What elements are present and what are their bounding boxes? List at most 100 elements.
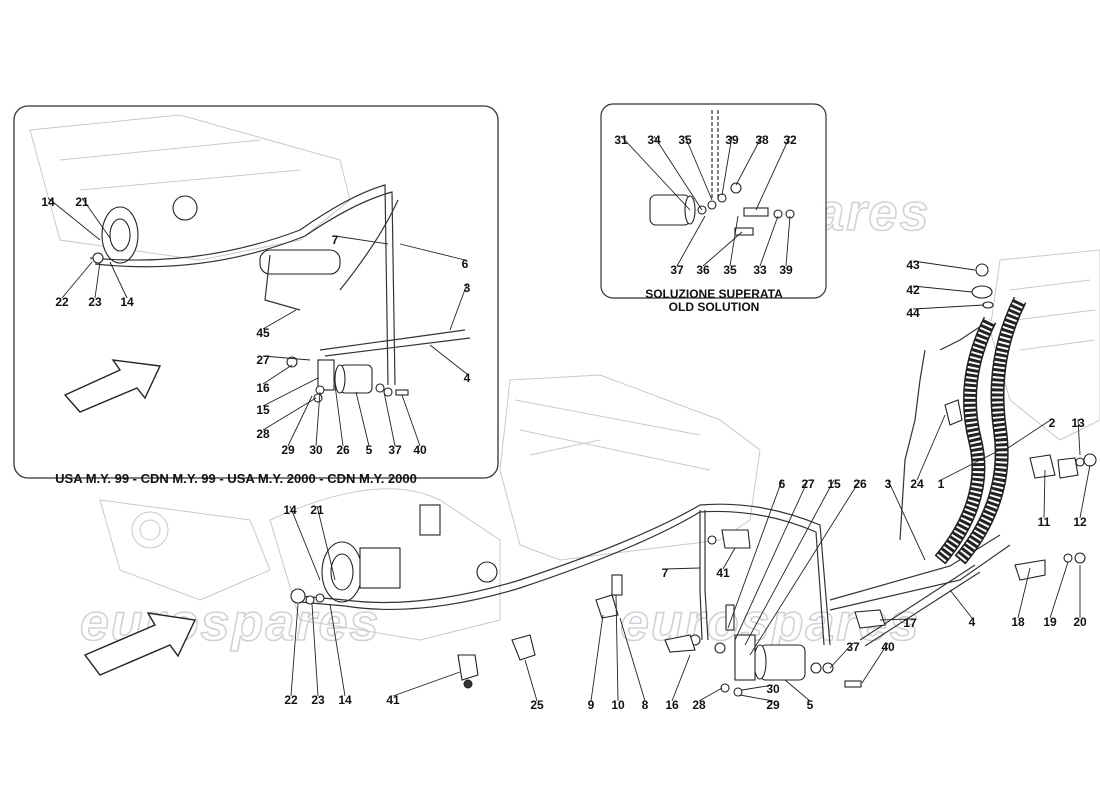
callout-main-41: 41 — [716, 566, 730, 580]
callout-main-25: 25 — [530, 698, 544, 712]
callout-main-43: 43 — [906, 258, 920, 272]
callout-main-42: 42 — [906, 283, 920, 297]
leader-usa-u15 — [262, 377, 319, 407]
leader-main-m41a — [722, 547, 736, 570]
leader-old-o32 — [755, 135, 791, 211]
callout-main-4: 4 — [969, 615, 976, 629]
leader-main-m7 — [664, 567, 701, 570]
callout-old-35: 35 — [723, 263, 737, 277]
callout-main-44: 44 — [906, 306, 920, 320]
leader-main-m27 — [734, 479, 809, 641]
main-direction-arrow — [83, 612, 197, 676]
leader-main-m13 — [1077, 418, 1081, 456]
leader-main-m43 — [912, 260, 976, 271]
leader-main-m26 — [749, 479, 861, 656]
leader-usa-u29 — [287, 395, 313, 447]
callout-main-9: 9 — [588, 698, 595, 712]
old-solution-caption-en: OLD SOLUTION — [669, 300, 760, 314]
leader-main-m5 — [784, 679, 811, 702]
callout-usa-37: 37 — [388, 443, 402, 457]
leader-old-o31 — [620, 135, 691, 211]
callout-usa-26: 26 — [336, 443, 350, 457]
old-solution-caption-it: SOLUZIONE SUPERATA — [645, 287, 783, 301]
callout-usa-4: 4 — [464, 371, 471, 385]
leader-main-m16 — [671, 654, 691, 702]
leader-old-o36 — [702, 231, 743, 267]
leader-main-m9 — [590, 614, 604, 702]
callout-main-11: 11 — [1038, 515, 1051, 529]
callout-old-35: 35 — [678, 133, 692, 147]
callout-main-17: 17 — [903, 616, 917, 630]
callout-main-22: 22 — [284, 693, 298, 707]
leader-main-m14b — [329, 603, 346, 697]
callout-old-31: 31 — [614, 133, 628, 147]
leader-main-m21 — [316, 505, 336, 581]
callout-main-41: 41 — [386, 693, 400, 707]
leader-main-m17 — [879, 618, 911, 621]
leader-usa-u14a — [47, 197, 101, 241]
main-filter-assembly — [290, 263, 1097, 697]
leader-main-m29 — [739, 694, 774, 702]
leader-old-o37 — [676, 215, 706, 267]
leader-usa-u23 — [94, 261, 101, 299]
main-pipes — [299, 319, 1011, 647]
leader-usa-u26 — [334, 384, 344, 447]
leader-main-m30 — [741, 684, 774, 691]
callout-main-10: 10 — [611, 698, 625, 712]
callout-main-3: 3 — [885, 477, 892, 491]
leader-main-m8 — [619, 617, 646, 702]
leader-main-m41b — [392, 671, 461, 697]
callout-main-26: 26 — [853, 477, 867, 491]
callout-old-37: 37 — [670, 263, 684, 277]
leader-usa-u4 — [429, 344, 468, 375]
leader-old-o39b — [785, 215, 791, 267]
callout-usa-14: 14 — [41, 195, 55, 209]
leader-usa-u27 — [262, 355, 311, 361]
corrugated-hoses — [899, 296, 1027, 565]
callout-main-7: 7 — [662, 566, 669, 580]
callout-main-14: 14 — [283, 503, 297, 517]
leader-main-m28 — [698, 687, 723, 702]
leader-main-m18 — [1017, 567, 1031, 619]
leader-main-m19 — [1049, 561, 1069, 619]
leader-usa-u45 — [262, 309, 297, 330]
callout-usa-40: 40 — [413, 443, 427, 457]
leader-main-m3 — [887, 479, 926, 561]
callout-old-34: 34 — [647, 133, 661, 147]
leader-usa-u5 — [355, 391, 370, 447]
leader-old-o34 — [653, 135, 703, 211]
leader-main-m23 — [311, 603, 319, 697]
leader-usa-u7 — [334, 235, 389, 245]
callout-main-1: 1 — [938, 477, 945, 491]
callout-usa-15: 15 — [256, 403, 270, 417]
callout-main-15: 15 — [827, 477, 841, 491]
callout-main-14: 14 — [338, 693, 352, 707]
callout-main-30: 30 — [766, 682, 780, 696]
leader-main-m25 — [524, 659, 538, 702]
callout-main-19: 19 — [1043, 615, 1057, 629]
leader-main-m40 — [861, 642, 889, 684]
callout-usa-6: 6 — [462, 257, 469, 271]
leader-main-m14a — [289, 505, 321, 581]
leader-main-m44 — [912, 304, 985, 310]
callout-old-32: 32 — [783, 133, 797, 147]
leader-main-m11 — [1043, 469, 1046, 519]
callout-main-5: 5 — [807, 698, 814, 712]
usa-inset — [13, 105, 499, 479]
callout-usa-7: 7 — [332, 233, 339, 247]
leader-main-m4 — [949, 589, 973, 619]
callout-main-18: 18 — [1011, 615, 1025, 629]
callout-main-2: 2 — [1049, 416, 1056, 430]
callout-old-33: 33 — [753, 263, 767, 277]
callout-main-40: 40 — [881, 640, 895, 654]
leader-old-o38 — [735, 135, 763, 186]
callout-main-23: 23 — [311, 693, 325, 707]
callout-main-6: 6 — [779, 477, 786, 491]
callout-old-39: 39 — [779, 263, 793, 277]
callout-main-24: 24 — [910, 477, 924, 491]
callout-old-36: 36 — [696, 263, 710, 277]
leader-old-o39a — [721, 135, 733, 196]
callout-usa-16: 16 — [256, 381, 270, 395]
